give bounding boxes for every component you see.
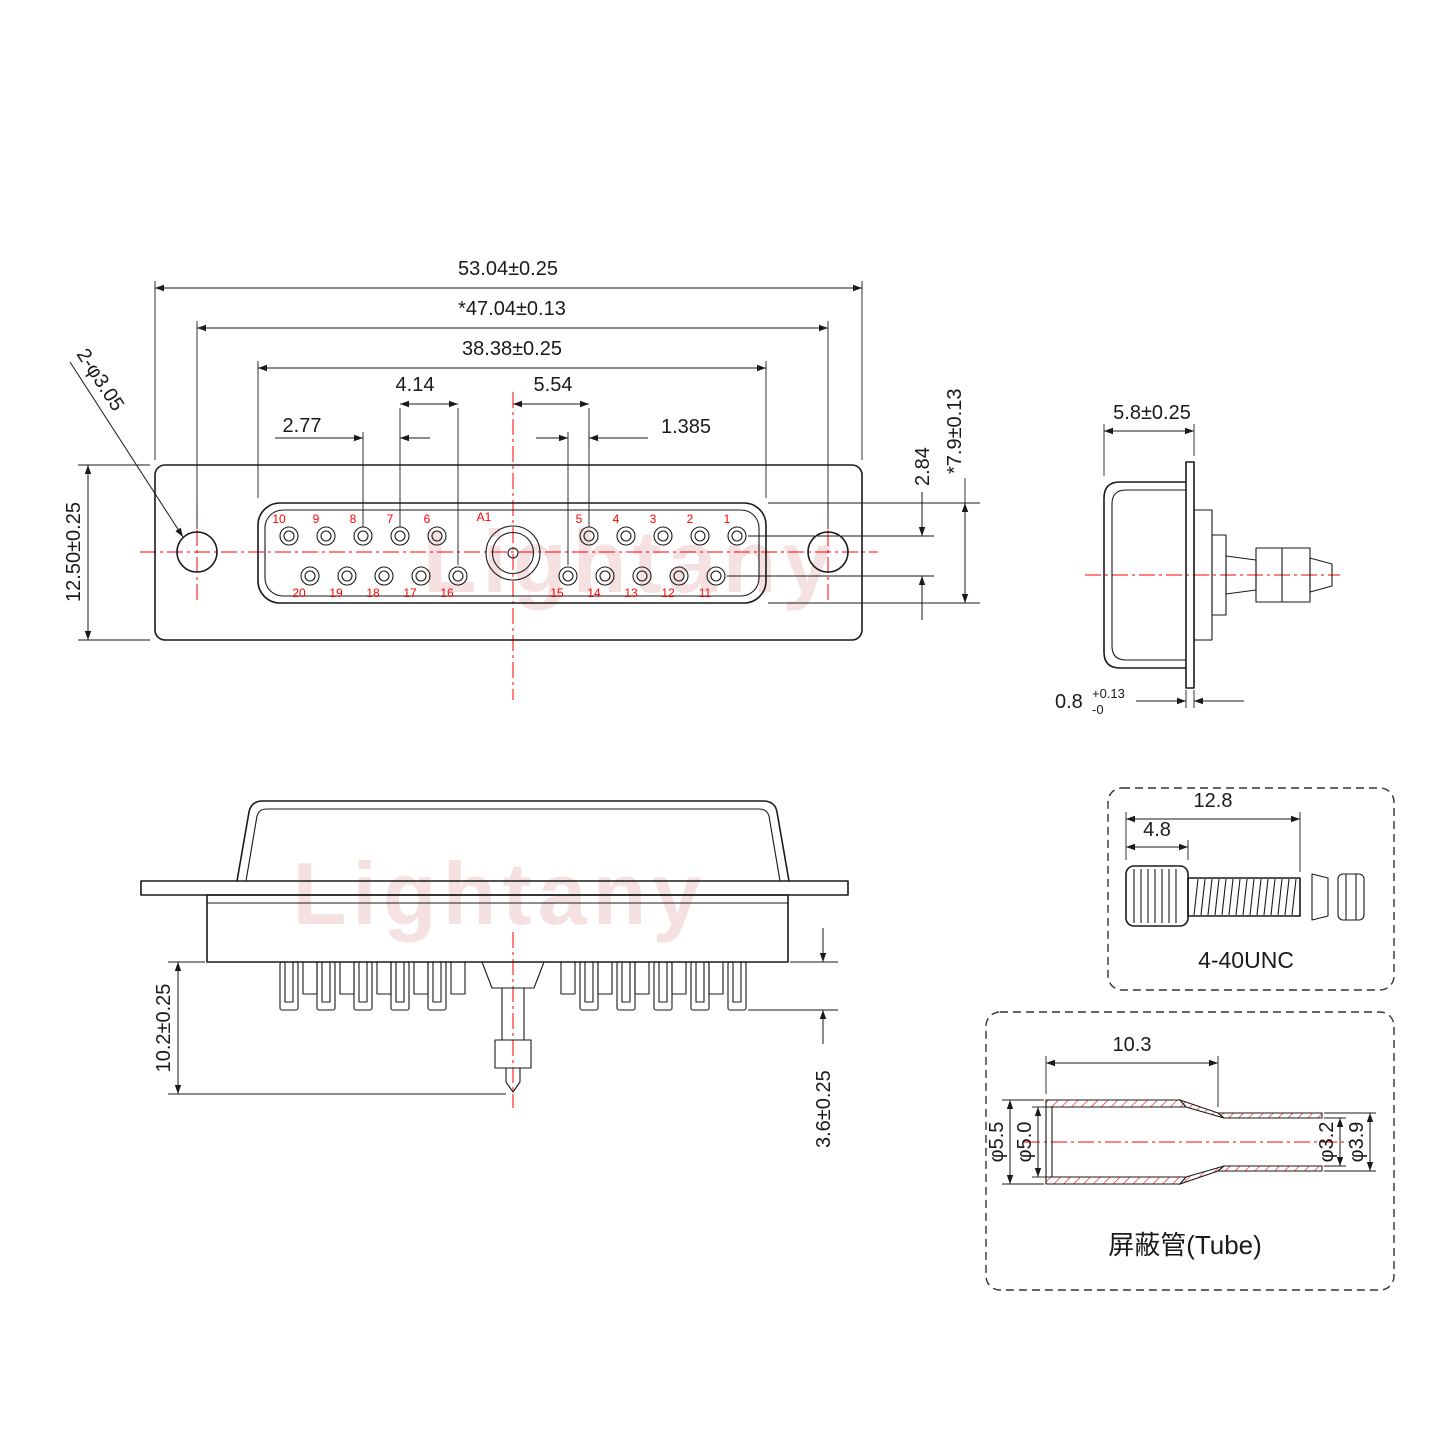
dim-tube-outer-large: φ5.5 bbox=[986, 1122, 1008, 1163]
dim-insert-height: *7.9±0.13 bbox=[944, 389, 966, 475]
pin-label-14: 14 bbox=[587, 586, 601, 600]
pin-label-19: 19 bbox=[329, 586, 343, 600]
pin-label-4: 4 bbox=[613, 512, 620, 526]
dim-pin-pitch: 2.77 bbox=[283, 415, 322, 437]
insert-outline-outer bbox=[257, 502, 767, 604]
flange-outline bbox=[154, 464, 863, 641]
pin-label-15: 15 bbox=[550, 586, 564, 600]
dim-insert-width: 38.38±0.25 bbox=[462, 338, 562, 360]
pin-label-12: 12 bbox=[661, 586, 675, 600]
rear-view: 10.2±0.25 3.6±0.25 bbox=[140, 800, 849, 1148]
dim-row-offset: 1.385 bbox=[661, 416, 711, 438]
dim-overall-width: 53.04±0.25 bbox=[458, 258, 558, 280]
dim-shell-depth: 5.8±0.25 bbox=[1113, 402, 1191, 424]
dim-tube-inner-small: φ3.2 bbox=[1316, 1122, 1338, 1163]
hood-inner-line bbox=[245, 808, 781, 882]
screw-cylinder-piece bbox=[1337, 873, 1365, 921]
dim-tube-length: 10.3 bbox=[1113, 1034, 1152, 1056]
pin-label-2: 2 bbox=[687, 512, 694, 526]
pin-label-16: 16 bbox=[440, 586, 454, 600]
dim-hole-span: *47.04±0.13 bbox=[458, 298, 566, 320]
dim-flange-thickness: 0.8 bbox=[1055, 691, 1083, 713]
solder-cups-front-row bbox=[279, 961, 747, 1011]
dim-tail-length: 10.2±0.25 bbox=[153, 984, 175, 1073]
dim-row-spacing: 2.84 bbox=[912, 447, 934, 486]
dim-screw-head-length: 4.8 bbox=[1143, 819, 1171, 841]
dim-flange-tol-upper: +0.13 bbox=[1092, 686, 1125, 701]
screw-threads bbox=[1193, 878, 1297, 916]
pin-label-18: 18 bbox=[366, 586, 380, 600]
screw-knurl bbox=[1133, 869, 1177, 923]
tube-label: 屏蔽管(Tube) bbox=[1108, 1230, 1262, 1260]
shell-inner-line bbox=[1111, 489, 1186, 661]
mounting-hole-right bbox=[807, 531, 849, 573]
dim-tube-outer-small: φ3.9 bbox=[1346, 1122, 1368, 1163]
dim-coax-spacing: 5.54 bbox=[534, 374, 573, 396]
pin-label-6: 6 bbox=[424, 512, 431, 526]
screw-box-border bbox=[1107, 787, 1395, 991]
tube-detail-box: 10.3 φ5.5 φ5.0 φ3.2 φ3.9 屏蔽管(Tube) bbox=[985, 1011, 1395, 1291]
dim-offset-4-14: 4.14 bbox=[396, 374, 435, 396]
pin-label-5: 5 bbox=[576, 512, 583, 526]
screw-shaft bbox=[1187, 877, 1301, 917]
thread-spec-label: 4-40UNC bbox=[1198, 947, 1294, 973]
front-view: 10 9 8 7 6 A1 5 4 3 2 1 20 19 18 17 16 1… bbox=[63, 258, 980, 700]
pin-label-7: 7 bbox=[387, 512, 394, 526]
hood-outline bbox=[236, 800, 790, 882]
pin-label-9: 9 bbox=[313, 512, 320, 526]
pin-label-a1: A1 bbox=[477, 510, 492, 524]
dim-mounting-holes: 2-φ3.05 bbox=[72, 345, 128, 415]
pin-label-1: 1 bbox=[724, 512, 731, 526]
coax-rear-contact bbox=[481, 961, 545, 1093]
side-view: 5.8±0.25 0.8 +0.13 -0 bbox=[1055, 402, 1340, 717]
screw-wedge-piece bbox=[1311, 873, 1329, 921]
watermark-top: Lightany bbox=[423, 512, 838, 611]
dim-flange-height: 12.50±0.25 bbox=[63, 502, 85, 602]
dim-tube-inner-large: φ5.0 bbox=[1014, 1122, 1036, 1163]
shell-outline bbox=[1103, 481, 1186, 669]
pin-label-13: 13 bbox=[624, 586, 638, 600]
watermark-bottom: Lightany bbox=[293, 844, 708, 943]
pin-labels: 10 9 8 7 6 A1 5 4 3 2 1 20 19 18 17 16 1… bbox=[272, 510, 730, 600]
pin-label-3: 3 bbox=[650, 512, 657, 526]
pin-label-17: 17 bbox=[403, 586, 417, 600]
tube-box-border bbox=[985, 1011, 1395, 1291]
pin-label-8: 8 bbox=[350, 512, 357, 526]
insert-outline-inner bbox=[264, 509, 760, 597]
dim-flange-tol-lower: -0 bbox=[1092, 702, 1104, 717]
dim-cup-length: 3.6±0.25 bbox=[813, 1070, 835, 1148]
pin-label-20: 20 bbox=[292, 586, 306, 600]
pin-label-10: 10 bbox=[272, 512, 286, 526]
dim-screw-length: 12.8 bbox=[1194, 790, 1233, 812]
pin-label-11: 11 bbox=[699, 586, 712, 600]
mounting-hole-left bbox=[176, 531, 218, 573]
screw-detail-box: 12.8 4.8 4-40UNC bbox=[1107, 787, 1395, 991]
rear-tip bbox=[1309, 557, 1333, 593]
screw-head bbox=[1125, 865, 1189, 927]
